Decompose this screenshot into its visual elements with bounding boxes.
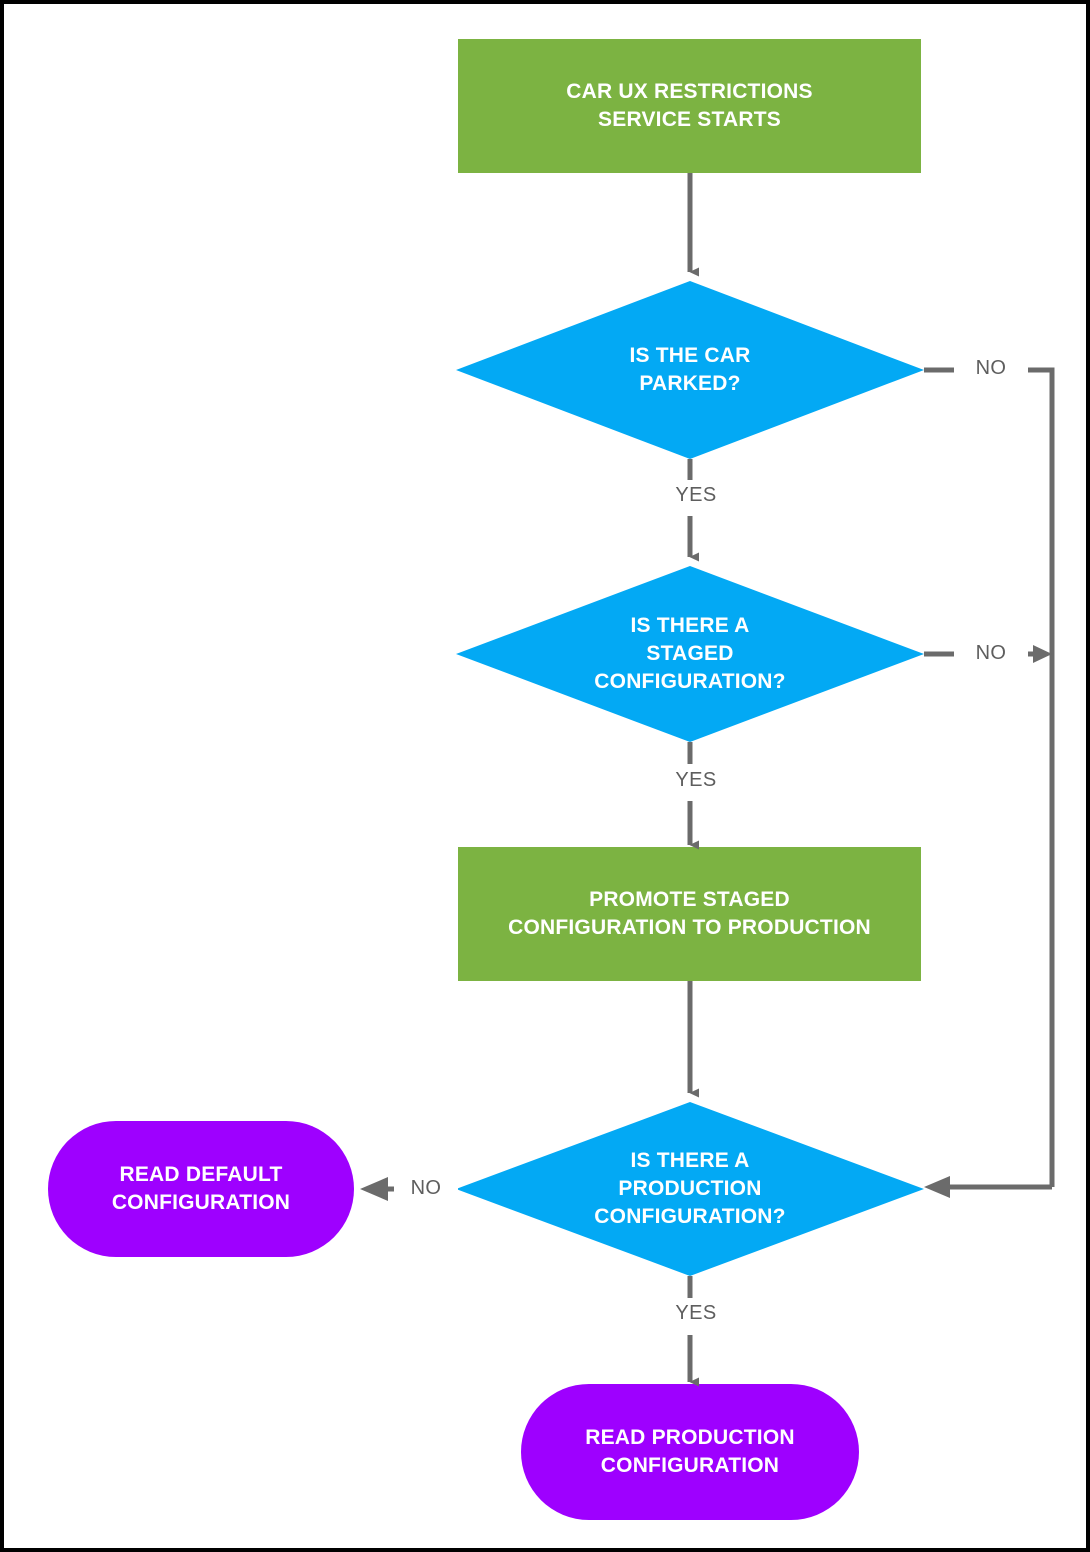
edge-label-parked-no: NO [954,356,1028,380]
node-promote-staged-shape[interactable] [458,847,921,981]
edge-label-parked-yes: YES [650,483,742,507]
edge-label-staged-yes: YES [650,768,742,792]
edge-parked-no-path [1013,367,1055,1187]
flowchart-canvas [48,39,1055,1520]
node-read-production-shape[interactable] [521,1384,859,1520]
edge-label-staged-no: NO [954,641,1028,665]
edge-staged-no-arrowhead [1033,645,1052,663]
node-start-shape[interactable] [458,39,921,173]
edge-label-production-no: NO [394,1176,458,1200]
node-staged-config-shape[interactable] [456,566,924,742]
edge-production-no-arrowhead [360,1177,388,1201]
edge-label-production-yes: YES [650,1301,742,1325]
edge-bus-to-production-arrowhead [924,1176,950,1198]
node-read-default-shape[interactable] [48,1121,354,1257]
node-production-config-shape[interactable] [456,1102,924,1276]
node-car-parked-shape[interactable] [456,281,924,459]
